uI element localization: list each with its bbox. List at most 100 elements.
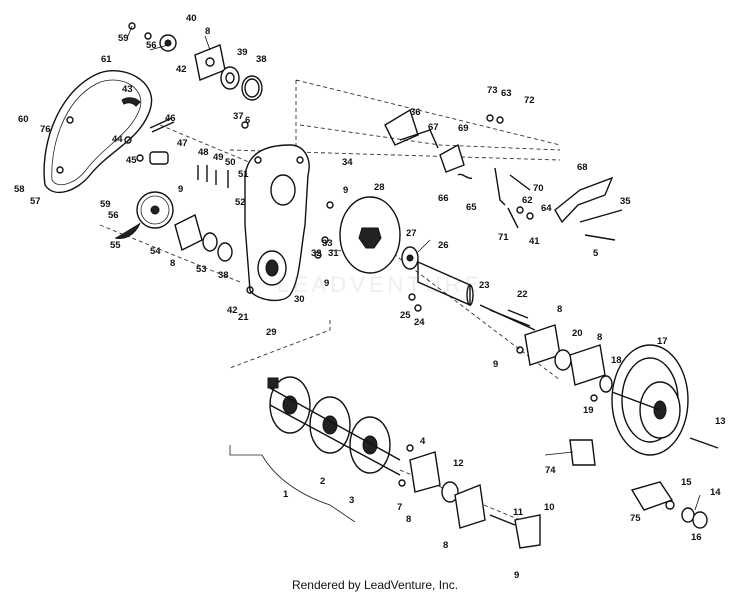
callout-38: 38 <box>256 54 267 65</box>
callout-66: 66 <box>438 193 449 204</box>
callout-61: 61 <box>101 54 112 65</box>
callout-43: 43 <box>122 84 133 95</box>
callout-21: 21 <box>238 312 249 323</box>
callout-47: 47 <box>177 138 188 149</box>
callout-3: 3 <box>349 495 354 506</box>
callout-9: 9 <box>493 359 498 370</box>
callout-14: 14 <box>710 487 721 498</box>
callout-46: 46 <box>165 113 176 124</box>
callout-19: 19 <box>583 405 594 416</box>
drive-axle-sprockets <box>229 376 401 523</box>
callout-74: 74 <box>545 465 556 476</box>
callout-13: 13 <box>715 416 726 427</box>
callout-26: 26 <box>438 240 449 251</box>
callout-leaders <box>127 25 701 511</box>
callout-32: 32 <box>311 248 322 259</box>
callout-9: 9 <box>343 185 348 196</box>
callout-5: 5 <box>593 248 599 259</box>
callout-33: 33 <box>322 238 333 249</box>
callout-45: 45 <box>126 155 137 166</box>
callout-22: 22 <box>517 289 528 300</box>
callout-30: 30 <box>294 294 305 305</box>
callout-48: 48 <box>198 147 209 158</box>
callout-7: 7 <box>397 502 402 513</box>
lower-sprocket-group <box>114 191 233 262</box>
callout-16: 16 <box>691 532 702 543</box>
callout-58: 58 <box>14 184 25 195</box>
chaincase-cover <box>43 70 153 194</box>
driven-pulley <box>611 344 719 456</box>
axle-end-bearings <box>398 444 541 549</box>
callout-34: 34 <box>342 157 353 168</box>
callout-10: 10 <box>544 502 555 513</box>
callout-9: 9 <box>324 278 329 289</box>
jackshaft-bearings <box>516 324 613 466</box>
callout-8: 8 <box>557 304 562 315</box>
callout-76: 76 <box>40 124 51 135</box>
callout-49: 49 <box>213 152 224 163</box>
callout-20: 20 <box>572 328 583 339</box>
callout-75: 75 <box>630 513 641 524</box>
brake-disc <box>314 196 419 274</box>
callout-67: 67 <box>428 122 439 133</box>
callout-38: 38 <box>218 270 229 281</box>
callout-42: 42 <box>176 64 187 75</box>
callout-29: 29 <box>266 327 277 338</box>
callout-4: 4 <box>420 436 426 447</box>
callout-65: 65 <box>466 202 477 213</box>
footer-credit: Rendered by LeadVenture, Inc. <box>291 578 459 592</box>
callout-27: 27 <box>406 228 417 239</box>
callout-18: 18 <box>611 355 622 366</box>
callout-9: 9 <box>514 570 519 581</box>
callout-62: 62 <box>522 195 533 206</box>
callout-37: 37 <box>233 111 244 122</box>
callout-56: 56 <box>146 40 157 51</box>
callout-24: 24 <box>414 317 425 328</box>
callout-8: 8 <box>170 258 175 269</box>
callout-51: 51 <box>238 169 249 180</box>
callout-2: 2 <box>320 476 325 487</box>
spacer-washers <box>630 481 708 529</box>
callout-59: 59 <box>100 199 111 210</box>
callout-68: 68 <box>577 162 588 173</box>
callout-23: 23 <box>479 280 490 291</box>
brake-linkage <box>384 108 534 229</box>
callout-60: 60 <box>18 114 29 125</box>
callout-73: 73 <box>487 85 498 96</box>
tensioner-group <box>121 97 249 188</box>
chaincase-housing <box>244 144 310 302</box>
callout-53: 53 <box>196 264 207 275</box>
alignment-lines <box>99 79 561 521</box>
callout-56: 56 <box>108 210 119 221</box>
callout-64: 64 <box>541 203 552 214</box>
callout-36: 36 <box>410 107 421 118</box>
callout-15: 15 <box>681 477 692 488</box>
callout-6: 6 <box>245 115 250 126</box>
callout-17: 17 <box>657 336 668 347</box>
callout-8: 8 <box>406 514 411 525</box>
callout-41: 41 <box>529 236 540 247</box>
callout-71: 71 <box>498 232 509 243</box>
callout-8: 8 <box>597 332 602 343</box>
jackshaft <box>408 260 536 331</box>
callout-50: 50 <box>225 157 236 168</box>
callout-72: 72 <box>524 95 535 106</box>
callout-69: 69 <box>458 123 469 134</box>
callout-57: 57 <box>30 196 41 207</box>
callout-44: 44 <box>112 134 123 145</box>
callout-52: 52 <box>235 197 246 208</box>
callout-28: 28 <box>374 182 385 193</box>
callout-25: 25 <box>400 310 411 321</box>
callout-54: 54 <box>150 246 161 257</box>
callout-40: 40 <box>186 13 197 24</box>
mounting-bracket <box>554 176 623 241</box>
callout-70: 70 <box>533 183 544 194</box>
callout-12: 12 <box>453 458 464 469</box>
callout-8: 8 <box>443 540 448 551</box>
callout-39: 39 <box>237 47 248 58</box>
callout-11: 11 <box>513 507 524 518</box>
callout-55: 55 <box>110 240 121 251</box>
